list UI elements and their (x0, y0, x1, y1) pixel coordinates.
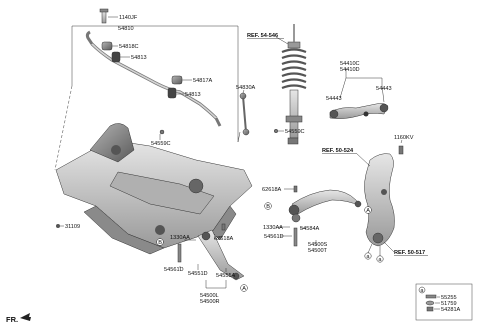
group-outline-corner (237, 131, 241, 143)
label-62618a-lower: 62618A (214, 236, 234, 242)
svg-text:A: A (242, 286, 246, 292)
label-1330aa-left: 1330AA (170, 235, 190, 241)
fr-label: FR. (6, 315, 18, 324)
svg-text:a: a (420, 288, 424, 294)
bolt-62618a-upper[interactable] (293, 185, 298, 193)
bolt-1160kv[interactable] (398, 145, 404, 155)
bolt-54561d-left[interactable] (177, 243, 182, 263)
label-54551d: 54551D (188, 271, 208, 277)
svg-text:a: a (378, 257, 382, 263)
label-54813-upper: 54813 (131, 55, 147, 61)
label-54500t: 54500T (308, 248, 328, 254)
label-54559c-left: 54559C (151, 141, 171, 147)
lower-arm-54500st[interactable] (288, 189, 362, 223)
legend-box: a 55255 51759 54281A (415, 283, 473, 321)
leader-dashed (54, 85, 73, 171)
label-54410c: 54410C (340, 61, 360, 67)
clamp-54817a[interactable] (171, 75, 183, 85)
nut-54559c-right[interactable] (273, 128, 279, 134)
label-51759: 51759 (441, 301, 457, 307)
label-54559c-right: 54559C (285, 129, 305, 135)
steering-knuckle[interactable] (364, 153, 395, 247)
label-55255: 55255 (441, 295, 457, 301)
strut-assembly[interactable] (281, 24, 307, 145)
label-54810: 54810 (118, 26, 134, 32)
label-54281a: 54281A (441, 307, 461, 313)
nut-54281a-icon (426, 306, 434, 312)
callout-b-right[interactable]: B (264, 202, 272, 210)
bushing-54813-upper[interactable] (111, 51, 121, 63)
svg-text:a: a (366, 254, 370, 260)
bolt-62618a-lower[interactable] (221, 223, 226, 231)
label-54443-left: 54443 (326, 96, 342, 102)
callout-a-knuckle-2[interactable]: a (376, 255, 384, 263)
label-54500r: 54500R (200, 299, 220, 305)
bolt-55255-icon (425, 294, 437, 299)
label-54410d: 54410D (340, 67, 360, 73)
nut-54559c-left[interactable] (159, 129, 165, 135)
ref-50-524[interactable]: REF. 50-524 (322, 148, 354, 154)
callout-a-legend[interactable]: a (418, 286, 426, 294)
svg-text:A: A (366, 208, 370, 214)
label-1160kv: 1160KV (394, 135, 414, 141)
label-31109: 31109 (65, 224, 80, 230)
label-54818c: 54818C (119, 44, 139, 50)
label-54500s: 54500S (308, 242, 328, 248)
label-54830a: 54830A (236, 85, 256, 91)
label-54555a: 54555A (216, 273, 236, 279)
label-54813-lower: 54813 (185, 92, 201, 98)
label-1330aa-right: 1330AA (263, 225, 283, 231)
subframe-crossmember[interactable] (55, 123, 253, 255)
callout-a-knuckle-1[interactable]: a (364, 252, 372, 260)
label-54817a: 54817A (193, 78, 213, 84)
stabilizer-bar-group: 1140JF 54810 54818C 54813 54817A 54813 5… (54, 8, 241, 171)
svg-text:B: B (158, 240, 162, 246)
label-54584a: 54584A (300, 226, 320, 232)
label-62618a-upper: 62618A (262, 187, 282, 193)
upper-arm-54410[interactable] (329, 103, 389, 119)
ref-50-517[interactable]: REF. 50-517 (394, 250, 425, 256)
label-54443-right: 54443 (376, 86, 392, 92)
stabilizer-link-54830a[interactable] (239, 92, 250, 136)
front-direction-indicator: FR. (6, 313, 31, 324)
svg-text:B: B (266, 204, 270, 210)
arrow-icon (20, 313, 31, 321)
bolt-54561d-right[interactable] (293, 227, 298, 247)
clamp-54818c[interactable] (101, 41, 113, 51)
group-outline (72, 25, 239, 142)
ref-54-546[interactable]: REF. 54-546 (247, 33, 278, 39)
callout-a-right[interactable]: A (364, 206, 372, 214)
label-54500l: 54500L (200, 293, 219, 299)
washer-51759-icon (425, 300, 435, 306)
bushing-54813-lower[interactable] (167, 87, 177, 99)
callout-a-left[interactable]: A (240, 284, 248, 292)
label-54561d-left: 54561D (164, 267, 184, 273)
label-54561d-right: 54561D (264, 234, 284, 240)
bolt-1140jf[interactable] (99, 8, 109, 24)
callout-b-left[interactable]: B (156, 238, 164, 246)
label-1140jf: 1140JF (119, 15, 138, 21)
lower-arm-54500lr[interactable] (197, 229, 245, 281)
